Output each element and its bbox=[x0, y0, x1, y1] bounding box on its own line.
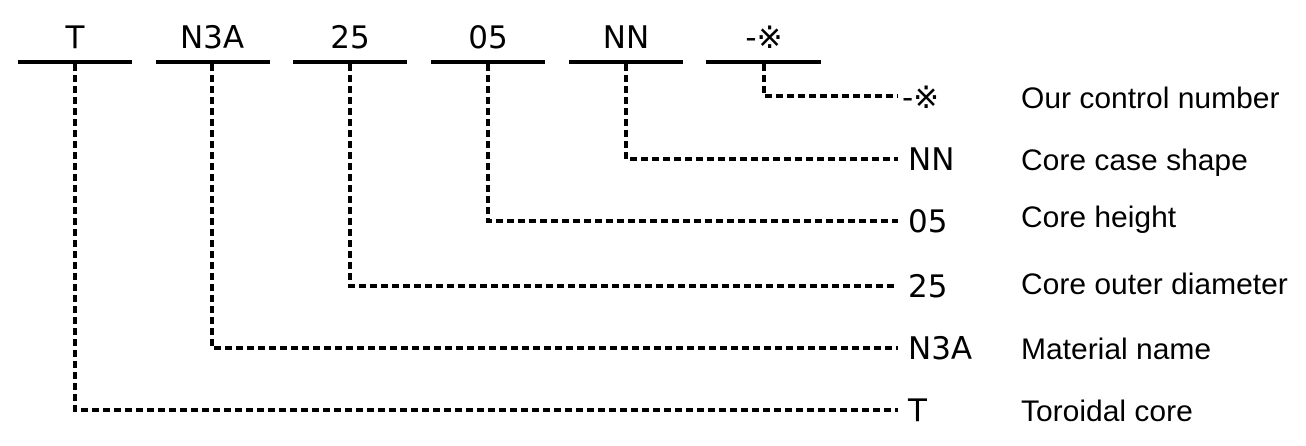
segment-code-05: 05 bbox=[468, 20, 507, 56]
segment-code-control-number: -※ bbox=[745, 20, 782, 56]
description-toroidal-core: Toroidal core bbox=[1021, 395, 1193, 428]
leader-line-n3a bbox=[210, 64, 898, 350]
segment-control-number: -※ -※ Our control number bbox=[706, 20, 1279, 116]
key-code-control-number: -※ bbox=[902, 80, 939, 116]
segment-25: 25 25 Core outer diameter bbox=[293, 20, 1288, 305]
leader-line-control-number bbox=[762, 64, 898, 98]
segment-code-25: 25 bbox=[330, 20, 369, 56]
segment-code-nn: NN bbox=[603, 20, 649, 56]
leader-line-05 bbox=[486, 64, 898, 223]
key-code-n3a: N3A bbox=[908, 331, 972, 367]
key-code-nn: NN bbox=[908, 142, 954, 178]
key-code-t: T bbox=[907, 393, 928, 429]
key-code-25: 25 bbox=[908, 269, 947, 305]
leader-line-25 bbox=[348, 64, 898, 288]
leader-line-nn bbox=[624, 64, 898, 161]
segment-05: 05 05 Core height bbox=[431, 20, 1177, 240]
leader-line-t bbox=[73, 64, 898, 412]
segment-t: T T Toroidal core bbox=[18, 20, 1193, 429]
description-material-name: Material name bbox=[1021, 333, 1211, 366]
description-core-outer-diameter: Core outer diameter bbox=[1021, 268, 1288, 301]
segment-code-n3a: N3A bbox=[180, 20, 244, 56]
key-code-05: 05 bbox=[908, 204, 947, 240]
description-core-case-shape: Core case shape bbox=[1021, 144, 1248, 177]
segment-code-t: T bbox=[65, 20, 86, 56]
segment-n3a: N3A N3A Material name bbox=[156, 20, 1211, 367]
segment-nn: NN NN Core case shape bbox=[569, 20, 1248, 178]
description-our-control-number: Our control number bbox=[1021, 82, 1279, 115]
description-core-height: Core height bbox=[1021, 201, 1177, 234]
